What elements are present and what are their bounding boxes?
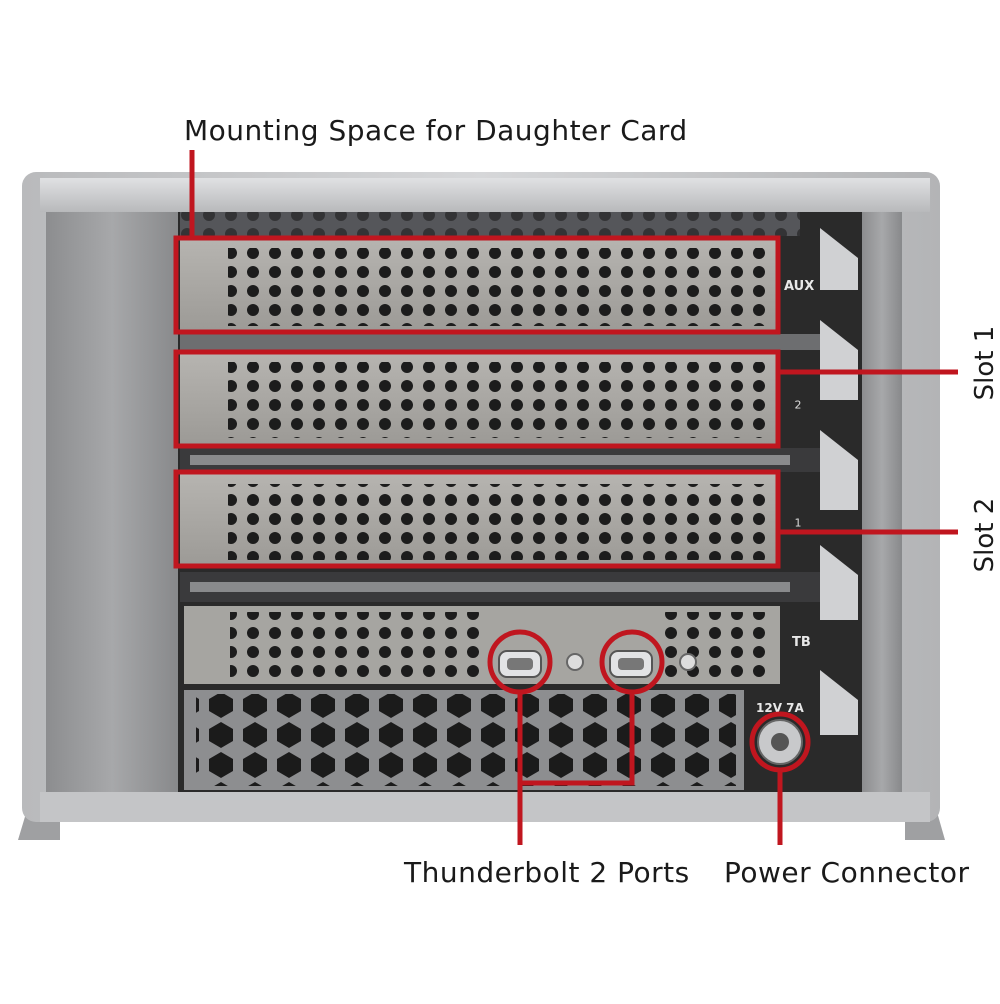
slot-badge-1-text: 1 [795, 517, 802, 530]
highlight-slot1 [173, 349, 781, 449]
thunderbolt-port-2 [609, 650, 653, 678]
slot-badge-2 [789, 395, 807, 413]
power-rating-label: 12V 7A [756, 701, 805, 715]
bracket-tb [184, 606, 780, 684]
callout-slot1: Slot 1 [970, 325, 1000, 401]
right-inner-panel [862, 212, 902, 794]
aux-label: AUX [784, 279, 814, 294]
slot-badge-1 [789, 513, 807, 531]
bracket-slot1 [180, 354, 776, 444]
right-notch-column [820, 228, 858, 735]
screw-icon [566, 653, 584, 671]
power-connector [757, 719, 803, 765]
callout-thunderbolt: Thunderbolt 2 Ports [404, 856, 690, 889]
callout-slot2: Slot 2 [970, 497, 1000, 573]
callout-daughter-card: Mounting Space for Daughter Card [184, 114, 688, 147]
callout-lines [173, 150, 958, 845]
slot-badge-2-text: 2 [795, 399, 802, 412]
highlight-slot2 [173, 469, 781, 569]
highlight-daughter-card [173, 235, 781, 335]
divider-strip-2 [180, 572, 820, 602]
bracket-aux [180, 240, 776, 332]
thunderbolt-port-1 [498, 650, 542, 678]
leader-thunderbolt-join [520, 692, 635, 786]
screw-icon [679, 653, 697, 671]
chassis-bottom-rail [40, 792, 930, 822]
tb-label: TB [792, 635, 811, 650]
bracket-slot2 [180, 474, 776, 566]
top-vent-strip [180, 212, 800, 236]
hex-vent [184, 690, 744, 790]
left-inner-panel [46, 212, 178, 794]
divider-strip-1 [180, 448, 820, 472]
chassis-top-rail [40, 178, 930, 212]
callout-power: Power Connector [724, 856, 970, 889]
